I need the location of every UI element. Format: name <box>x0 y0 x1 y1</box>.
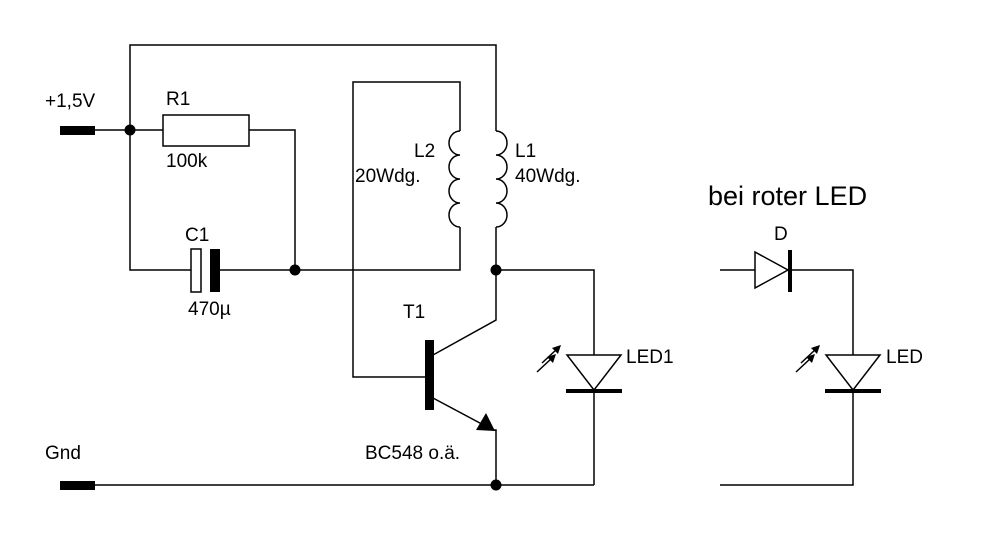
l1-name-label: L1 <box>515 141 536 162</box>
led-variant <box>795 345 882 393</box>
supply-label: +1,5V <box>45 91 96 112</box>
l2-value-label: 20Wdg. <box>355 166 420 187</box>
inductor-l1 <box>495 115 508 230</box>
wires <box>95 44 595 486</box>
supply-terminal <box>60 126 95 135</box>
resistor-r1 <box>162 114 250 147</box>
t1-type-label: BC548 o.ä. <box>365 443 460 464</box>
junction-dots <box>124 124 502 491</box>
diode-d <box>754 250 792 292</box>
led1-label: LED1 <box>626 347 674 368</box>
l1-value-label: 40Wdg. <box>515 166 580 187</box>
led1 <box>536 345 623 393</box>
variant-title: bei roter LED <box>708 181 867 211</box>
gnd-label: Gnd <box>45 443 81 464</box>
c1-value-label: 470µ <box>188 299 231 320</box>
inductor-l2 <box>448 118 461 230</box>
capacitor-c1 <box>190 248 220 293</box>
variant-wires <box>720 269 854 486</box>
gnd-terminal <box>60 481 95 490</box>
r1-name-label: R1 <box>166 89 190 110</box>
diode-d-label: D <box>774 224 788 245</box>
transistor-t1 <box>425 340 495 431</box>
r1-value-label: 100k <box>166 151 208 172</box>
c1-name-label: C1 <box>185 225 209 246</box>
l2-name-label: L2 <box>414 141 435 162</box>
t1-name-label: T1 <box>403 302 425 323</box>
led-variant-label: LED <box>886 347 923 368</box>
